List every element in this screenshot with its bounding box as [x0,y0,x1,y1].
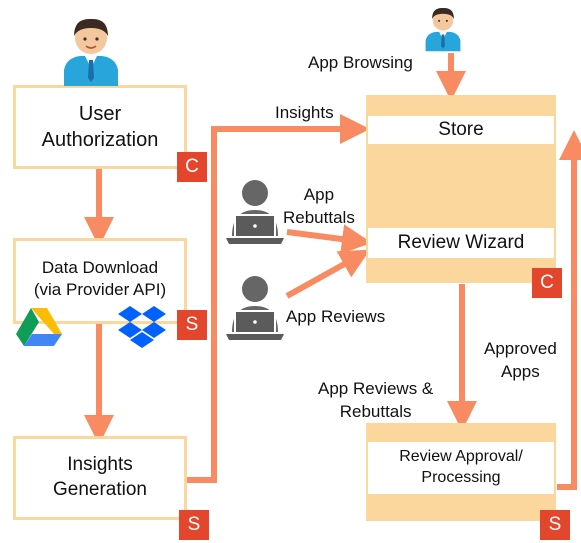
app-reviews-rebuttals-label: App Reviews & Rebuttals [318,379,434,421]
review-approval-badge: S [540,510,570,540]
store-panel-badge: C [532,268,562,298]
review-wizard-box: Review Wizard [366,226,556,260]
insights-label: Insights [275,103,334,122]
dropbox-icon [118,306,166,348]
insights-generation-badge: S [179,510,209,540]
arrow-reviews-to-wizard [285,249,371,299]
insights-generation-label: Insights Generation [52,454,147,500]
review-wizard-label: Review Wizard [397,231,525,253]
review-approval-box: Review Approval/ Processing [366,440,556,496]
app-browsing-label: App Browsing [308,53,413,72]
app-rebuttals-label: App Rebuttals [283,185,355,227]
user-authorization-badge: C [177,152,207,182]
user-avatar-icon [64,18,118,86]
store-label: Store [438,118,484,140]
store-box: Store [366,114,556,146]
user-avatar-icon [425,7,461,52]
laptop-user-icon [226,276,284,340]
arrow-rebuttals-to-wizard [286,224,372,254]
google-drive-icon [16,308,62,346]
review-approval-label: Review Approval/ Processing [399,448,523,486]
approved-apps-label: Approved Apps [484,339,557,381]
insights-generation-box: Insights Generation [13,436,187,520]
arrow-approval-to-store [557,130,581,490]
data-download-label: Data Download (via Provider API) [33,258,167,300]
data-download-badge: S [177,310,207,340]
laptop-user-icon [226,180,284,244]
app-reviews-label: App Reviews [286,307,386,326]
arrow-insights-to-store [187,114,370,483]
user-authorization-label: User Authorization [41,103,159,151]
user-authorization-box: User Authorization [13,85,187,169]
